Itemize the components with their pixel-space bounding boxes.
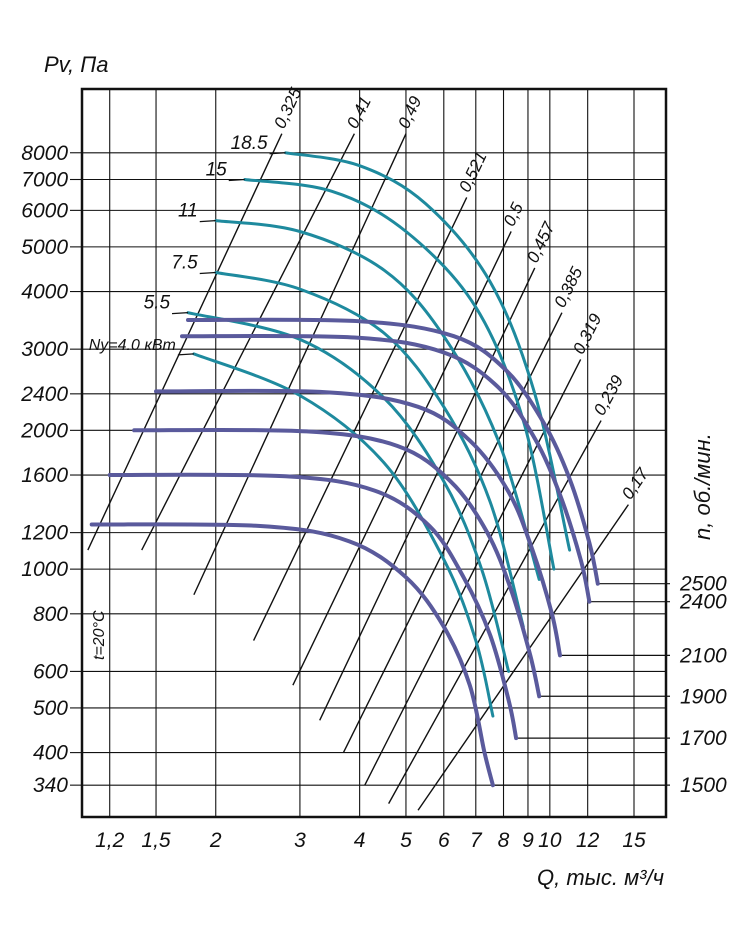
y-tick-label: 5000	[21, 236, 68, 259]
power-curve-label: 15	[206, 160, 228, 181]
efficiency-label: 0,17	[618, 464, 653, 502]
x-axis-title: Q, тыс. м³/ч	[537, 865, 664, 890]
plot-frame	[80, 87, 668, 819]
rpm-label: 1900	[680, 685, 727, 708]
power-curve-label: 7.5	[171, 252, 198, 273]
y-tick-label: 340	[33, 774, 68, 797]
power-label-leader	[171, 312, 189, 315]
power-label-leader	[177, 353, 194, 356]
x-tick-label: 12	[576, 829, 600, 852]
y-tick-label: 4000	[21, 281, 68, 304]
power-curves	[171, 151, 572, 718]
efficiency-line	[342, 312, 563, 753]
y-tick-label: 2000	[20, 419, 68, 442]
x-tick-label: 3	[294, 829, 306, 852]
grid	[70, 89, 666, 817]
rpm-curves	[89, 317, 600, 788]
x-tick-label: 2	[209, 829, 222, 852]
rpm-label: 2100	[679, 644, 727, 667]
rpm-curve	[107, 472, 519, 741]
power-label-leader	[269, 152, 286, 155]
y-tick-label: 7000	[21, 169, 68, 192]
efficiency-line	[141, 133, 356, 551]
power-curve-label: 18.5	[231, 133, 268, 154]
y-tick-label: 6000	[21, 199, 68, 222]
power-curve	[284, 151, 572, 552]
y-tick-label: 800	[33, 603, 68, 626]
efficiency-line	[319, 267, 536, 721]
x-tick-label: 15	[622, 829, 646, 852]
power-curve-label: Ny=4.0 кВт	[89, 337, 176, 354]
rpm-label: 2400	[679, 591, 727, 614]
efficiency-label: 0,239	[590, 372, 628, 419]
power-curve	[192, 352, 495, 718]
efficiency-line	[364, 359, 582, 786]
y-tick-label: 1000	[21, 558, 68, 581]
x-tick-label: 5	[400, 829, 412, 852]
y-tick-label: 600	[33, 660, 68, 683]
rpm-label: 1500	[680, 774, 727, 797]
x-tick-label: 6	[438, 829, 450, 852]
power-curve-label: 5.5	[144, 293, 171, 314]
efficiency-label: 0,521	[455, 149, 491, 196]
power-curve	[214, 219, 541, 581]
rpm-curve	[154, 388, 562, 658]
power-curve	[214, 271, 525, 629]
power-label-leader	[199, 220, 216, 223]
efficiency-label: 0,41	[343, 93, 375, 131]
x-tick-label: 1,5	[141, 829, 171, 852]
y-axis-title: Pv, Па	[44, 52, 108, 77]
rpm-leader-lines	[492, 583, 670, 786]
y-tick-label: 2400	[20, 383, 68, 406]
y-tick-label: 1200	[21, 522, 68, 545]
x-tick-label: 10	[538, 829, 562, 852]
rpm-label: 1700	[680, 727, 727, 750]
x-tick-label: 1,2	[95, 829, 125, 852]
rpm-curve	[132, 427, 542, 699]
power-label-leader	[199, 271, 216, 275]
efficiency-line	[193, 133, 407, 596]
y-tick-label: 1600	[21, 464, 68, 487]
efficiency-label: 0,457	[523, 219, 559, 266]
x-tick-label: 9	[522, 829, 534, 852]
rpm-axis-title: n, об./мин.	[690, 433, 715, 540]
efficiency-label: 0,49	[394, 93, 425, 131]
efficiency-line	[87, 133, 283, 551]
temperature-label: t=20°C	[91, 610, 108, 660]
rpm-curve	[180, 333, 592, 604]
efficiency-label: 0,319	[569, 310, 605, 357]
y-tick-label: 400	[33, 742, 68, 765]
y-tick-label: 500	[33, 697, 68, 720]
rpm-curve	[89, 522, 495, 788]
x-tick-label: 8	[498, 829, 510, 852]
x-tick-label: 7	[470, 829, 483, 852]
power-curve-label: 11	[178, 201, 198, 222]
power-label-leader	[228, 178, 245, 182]
y-tick-label: 3000	[21, 338, 68, 361]
efficiency-label: 0,385	[550, 263, 586, 310]
y-tick-label: 8000	[21, 142, 68, 165]
efficiency-line	[252, 197, 468, 641]
power-curve	[243, 178, 556, 571]
rpm-label: 2500	[679, 573, 727, 596]
x-tick-label: 4	[354, 829, 366, 852]
rpm-curve	[186, 317, 600, 586]
